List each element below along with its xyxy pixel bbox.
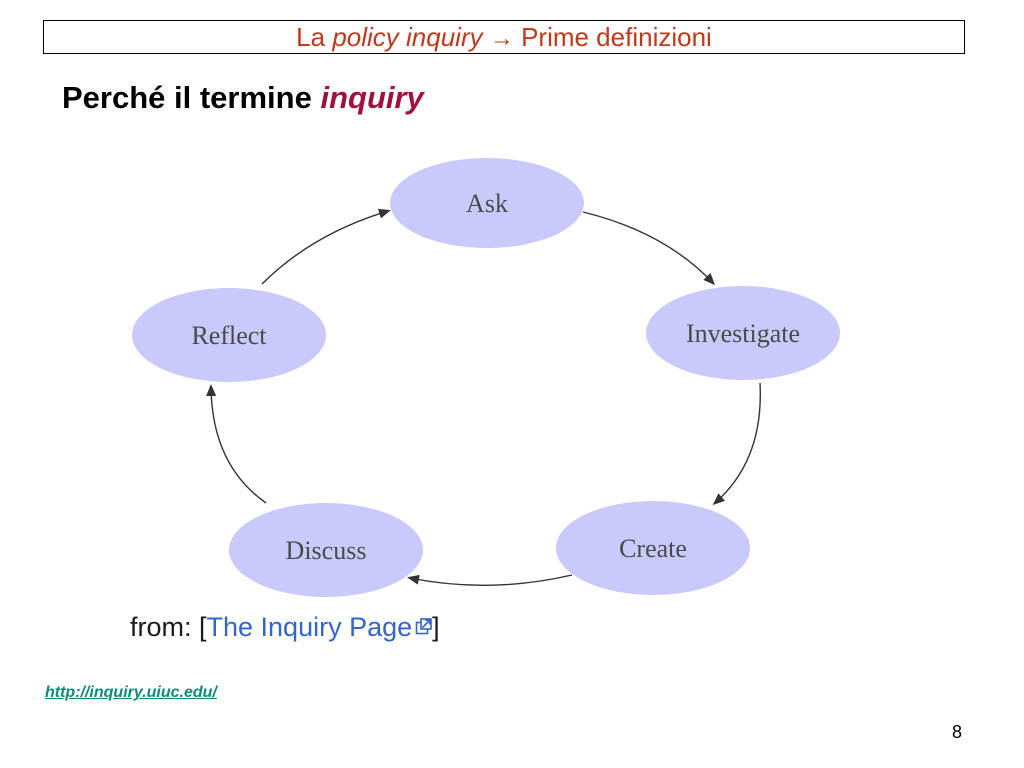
node-investigate: Investigate [646,286,840,380]
node-reflect-ellipse [132,288,326,382]
arrow-reflect-ask [261,208,391,285]
node-create-label: Create [619,534,687,563]
page-number: 8 [951,722,962,742]
arrow-investigate-create [712,382,761,505]
credit-suffix: ] [432,612,440,642]
arrow-ask-investigate [582,211,716,286]
title-suffix: Prime definizioni [513,22,712,52]
slide-title: La policy inquiry → Prime definizioni [43,20,965,54]
inquiry-page-link[interactable]: The Inquiry Page [207,612,433,642]
node-discuss-ellipse [229,503,423,597]
heading-text: Perché il termine [62,80,321,115]
title-emphasis: policy inquiry [332,22,483,52]
right-arrow-icon: → [489,25,514,52]
node-investigate-label: Investigate [686,319,800,348]
node-create: Create [556,501,750,595]
node-discuss: Discuss [229,503,423,597]
node-ask-label: Ask [466,189,508,218]
title-prefix: La [296,22,333,52]
arrow-discuss-reflect [206,384,267,504]
source-url-link[interactable]: http://inquiry.uiuc.edu/ [45,684,217,701]
arrow-create-discuss [407,574,573,587]
node-ask: Ask [390,158,584,248]
slide-heading: Perché il termine inquiry [62,80,424,116]
node-ask-ellipse [390,158,584,248]
node-reflect: Reflect [132,288,326,382]
credit-link-text[interactable]: The Inquiry Page [206,612,413,642]
source-credit: from: [The Inquiry Page ] [130,612,440,643]
credit-prefix: from: [ [130,612,207,642]
node-discuss-label: Discuss [286,536,367,565]
external-link-icon [415,618,432,635]
heading-emphasis: inquiry [320,80,424,115]
node-create-ellipse [556,501,750,595]
node-reflect-label: Reflect [191,321,267,350]
node-investigate-ellipse [646,286,840,380]
